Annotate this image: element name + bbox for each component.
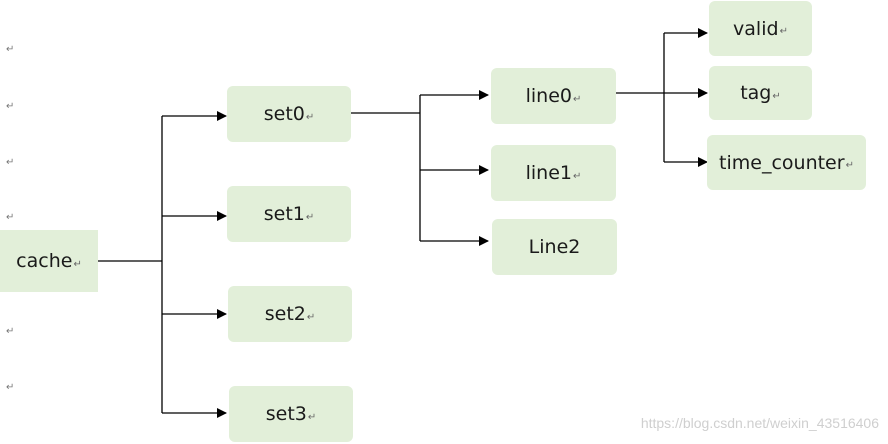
node-line0: line0↵ [491, 68, 616, 124]
node-label: line1 [525, 162, 572, 184]
node-set1: set1↵ [227, 186, 351, 242]
node-label: Line2 [528, 236, 581, 258]
watermark: https://blog.csdn.net/weixin_43516406 [640, 415, 879, 431]
paragraph-mark: ↵ [6, 101, 15, 112]
node-label: valid [733, 17, 779, 40]
node-label: line0 [525, 85, 572, 107]
paragraph-mark: ↵ [307, 411, 317, 423]
node-label: set0 [263, 103, 305, 125]
paragraph-mark: ↵ [845, 160, 854, 171]
node-line1: line1↵ [491, 145, 616, 201]
paragraph-mark: ↵ [6, 212, 15, 223]
paragraph-mark: ↵ [6, 382, 15, 393]
paragraph-mark: ↵ [573, 170, 582, 182]
node-valid: valid↵ [709, 1, 812, 56]
paragraph-mark: ↵ [73, 258, 82, 270]
node-set2: set2↵ [228, 286, 352, 342]
node-line2: Line2 [492, 219, 617, 275]
node-time-counter: time_counter↵ [707, 135, 866, 190]
node-label: set1 [263, 203, 305, 225]
paragraph-mark: ↵ [573, 93, 582, 105]
paragraph-mark: ↵ [6, 326, 15, 337]
node-label: set2 [264, 303, 306, 325]
paragraph-mark: ↵ [772, 90, 781, 102]
paragraph-mark: ↵ [6, 157, 15, 168]
node-tag: tag↵ [709, 66, 812, 120]
node-label: set3 [265, 403, 307, 425]
node-set3: set3↵ [229, 386, 353, 442]
node-label: tag [740, 82, 772, 104]
node-set0: set0↵ [227, 86, 351, 142]
paragraph-mark: ↵ [305, 111, 315, 123]
paragraph-mark: ↵ [6, 44, 15, 55]
paragraph-mark: ↵ [305, 211, 315, 223]
paragraph-mark: ↵ [306, 311, 316, 323]
paragraph-mark: ↵ [779, 26, 788, 37]
node-cache: cache↵ [0, 230, 98, 292]
node-label: time_counter [719, 151, 845, 174]
node-label: cache [16, 250, 73, 272]
